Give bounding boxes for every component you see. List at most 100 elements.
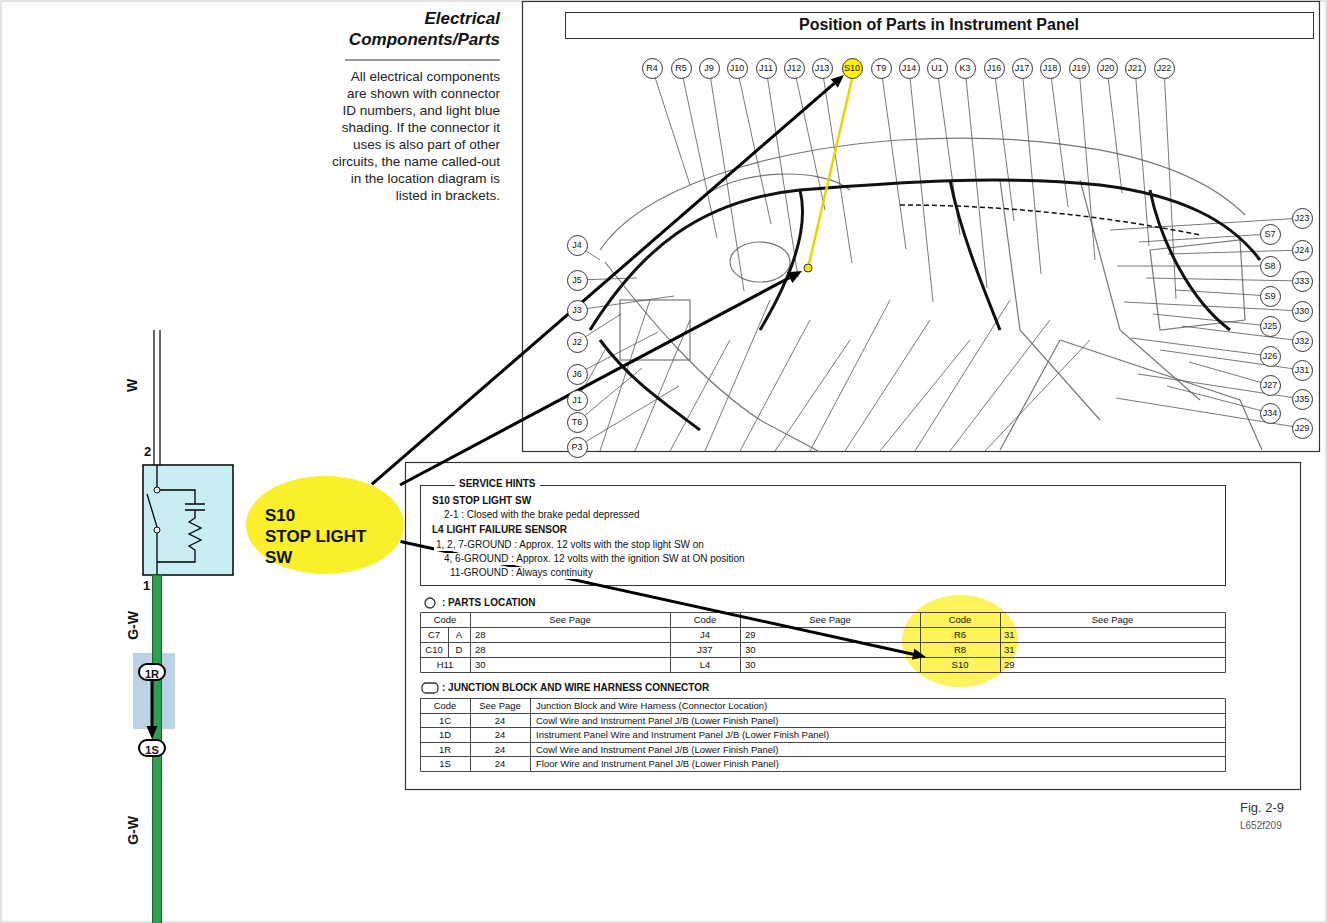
table-header: See Page [1091, 614, 1135, 625]
callout-number: S8 [1261, 257, 1280, 276]
callout-circle: J5 [567, 270, 588, 291]
callout-number: J3 [568, 301, 587, 320]
parts-location-symbol [425, 598, 435, 608]
panel-title: Position of Parts in Instrument Panel [565, 12, 1313, 38]
callout-circle: S10 [842, 58, 863, 79]
callout-number: J18 [1041, 59, 1060, 78]
center-stack [1000, 180, 1200, 420]
dash-lower-edge [605, 262, 820, 452]
steering-column [730, 242, 790, 282]
switch-symbol [147, 465, 205, 575]
harness-branch [950, 180, 1000, 330]
leader-line [950, 320, 1050, 451]
leader-line [577, 296, 674, 310]
callout-circle: J4 [567, 235, 588, 256]
callout-circle: J25 [1260, 316, 1281, 337]
callout-number: J11 [757, 59, 776, 78]
callout-number: J32 [1293, 332, 1312, 351]
callout-number: J34 [1261, 404, 1280, 423]
parts-table-grid [421, 613, 1226, 673]
table-cell: 24 [494, 758, 507, 769]
table-cell: J37 [696, 644, 713, 655]
table-header: Code [433, 700, 458, 711]
leader-line [740, 320, 810, 451]
callout-circle: S8 [1260, 256, 1281, 277]
callout-number: J27 [1261, 376, 1280, 395]
leader-line [1131, 338, 1270, 356]
leader-line [1079, 68, 1095, 260]
leader-line [1168, 250, 1302, 254]
callout-circle: J34 [1260, 403, 1281, 424]
switch-contact [154, 527, 160, 533]
wire-color: G-W [125, 611, 142, 640]
callout-circle: J6 [567, 364, 588, 385]
table-cell: 29 [744, 629, 757, 640]
callout-number: J12 [785, 59, 804, 78]
callout-circle: R5 [671, 58, 692, 79]
callout-circle: J13 [812, 58, 833, 79]
table-header: Code [949, 614, 972, 625]
leader-line [1107, 68, 1122, 193]
service-hints: SERVICE HINTSS10 STOP LIGHT SW2-1 : Clos… [420, 485, 1225, 585]
table-header: See Page [808, 614, 852, 625]
callout-circle: S9 [1260, 286, 1281, 307]
table-cell: Instrument Panel Wire and Instrument Pan… [535, 729, 830, 740]
harness-dashed [900, 205, 1200, 235]
leader-line [1146, 278, 1302, 281]
callout-number: J13 [813, 59, 832, 78]
leader-line [1117, 266, 1270, 267]
callout-number: R5 [672, 59, 691, 78]
console [1000, 340, 1262, 450]
callout-circle: J21 [1125, 58, 1146, 79]
leader-line [775, 340, 850, 451]
component-name: STOP LIGHT SW [265, 526, 377, 568]
table-cell: Floor Wire and Instrument Panel J/B (Low… [535, 758, 780, 769]
table-cell: C7 [427, 629, 441, 640]
callout-circle: J10 [727, 58, 748, 79]
callout-circle: J33 [1292, 271, 1313, 292]
hint-text: 4, 6-GROUND : Approx. 12 volts with the … [442, 553, 747, 565]
callout-circle: J16 [984, 58, 1005, 79]
leader-line [1139, 234, 1270, 242]
table-cell: L4 [699, 659, 712, 670]
location-panel: Position of Parts in Instrument PanelR4 R… [522, 0, 1320, 452]
callout-circle: J11 [756, 58, 777, 79]
callout-circle: K3 [955, 58, 976, 79]
component-box [143, 465, 233, 575]
heading-rule [345, 60, 500, 61]
connector-code: 1S [145, 741, 158, 759]
connector [372, 75, 844, 485]
callout-number: J21 [1126, 59, 1145, 78]
callout-circle: J35 [1292, 389, 1313, 410]
callout-circle: S7 [1260, 224, 1281, 245]
callout-number: J1 [568, 391, 587, 410]
callout-number: R4 [643, 59, 662, 78]
figure-code: L652f209 [1240, 820, 1282, 832]
callout-circle: J20 [1097, 58, 1118, 79]
leader-line [1138, 374, 1302, 399]
arrow-head [912, 649, 926, 660]
leader-line [1164, 68, 1176, 299]
harness-main [590, 180, 1260, 330]
leader-line [577, 386, 679, 447]
callout-circle: J24 [1292, 240, 1313, 261]
table-cell: 1C [438, 715, 452, 726]
leader-line [881, 68, 906, 249]
callout-circle: J9 [699, 58, 720, 79]
callout-circle: J17 [1012, 58, 1033, 79]
table-cell: 31 [1004, 644, 1015, 655]
table-cell: R6 [954, 629, 966, 640]
wire-harness [590, 180, 1260, 430]
callout-number: T6 [568, 413, 587, 432]
callout-circle: J12 [784, 58, 805, 79]
table-cell: A [455, 629, 463, 640]
connector [400, 542, 925, 660]
callout-number: J17 [1013, 59, 1032, 78]
callout-circle: J29 [1292, 418, 1313, 439]
callout-number: J26 [1261, 347, 1280, 366]
callout-number: S7 [1261, 225, 1280, 244]
leader-lines [577, 68, 1302, 451]
highlight-leader [808, 79, 852, 268]
table-cell: H11 [436, 659, 455, 670]
